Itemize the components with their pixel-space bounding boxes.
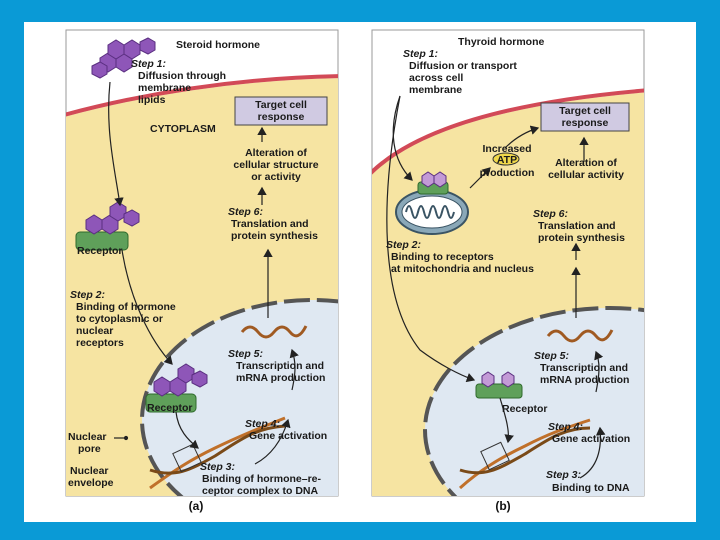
b-increased-line3: production (480, 167, 535, 179)
a-alteration-line2: cellular structure (233, 159, 318, 171)
panel-a: Steroid hormone Step 1: Diffusion throug… (65, 29, 339, 497)
panel-b-cell-membrane (372, 88, 644, 175)
b-step1-line3: membrane (409, 84, 462, 96)
panel-a-mrna (240, 325, 308, 339)
steroid-hormone-title: Steroid hormone (176, 39, 260, 51)
cytoplasm-label: CYTOPLASM (150, 123, 216, 135)
panel-a-dna (149, 416, 286, 490)
a-step1-line2: membrane (138, 82, 191, 94)
mitochondrion (395, 171, 469, 235)
b-target-line2: response (562, 117, 609, 129)
a-step5-heading: Step 5: (228, 348, 263, 360)
panel-a-cell-membrane (66, 74, 338, 117)
a-step1-heading: Step 1: (131, 58, 166, 70)
panel-b-target-response-box (540, 102, 630, 132)
b-alteration-line2: cellular activity (548, 169, 624, 181)
b-step5-heading: Step 5: (534, 350, 569, 362)
a-step6-line1: Translation and (231, 218, 309, 230)
a-receptor-label: Receptor (77, 245, 123, 257)
a-step1-line1: Diffusion through (138, 70, 226, 82)
a-step2-heading: Step 2: (70, 289, 105, 301)
panel-a-target-response-box (234, 96, 328, 126)
a-step5-line2: mRNA production (236, 372, 325, 384)
a-step6-heading: Step 6: (228, 206, 263, 218)
steroid-hormone-molecule (91, 37, 156, 79)
panel-b-nucleus (425, 308, 644, 496)
thyroid-hormone-title: Thyroid hormone (458, 36, 544, 48)
b-step1-line2: across cell (409, 72, 463, 84)
a-alteration-line1: Alteration of (245, 147, 307, 159)
nuclear-pore-line2: pore (78, 443, 101, 455)
nuclear-receptor-complex (145, 363, 208, 413)
b-step4-line1: Gene activation (552, 433, 630, 445)
a-receptor2-label: Receptor (147, 402, 193, 414)
b-alteration-line1: Alteration of (555, 157, 617, 169)
b-step6-line1: Translation and (538, 220, 616, 232)
b-step5-line1: Transcription and (540, 362, 628, 374)
caption-a: (a) (189, 499, 204, 513)
nuclear-pore-line1: Nuclear (68, 431, 107, 443)
b-step3-line1: Binding to DNA (552, 482, 630, 494)
a-step2-line2: to cytoplasmic or (76, 313, 163, 325)
a-step3-line2: ceptor complex to DNA (202, 485, 319, 497)
a-step5-line1: Transcription and (236, 360, 324, 372)
b-step6-line2: protein synthesis (538, 232, 625, 244)
a-alteration-line3: or activity (251, 171, 301, 183)
a-step4-line1: Gene activation (249, 430, 327, 442)
a-target-line2: response (258, 111, 305, 123)
b-step4-heading: Step 4: (548, 421, 583, 433)
b-step2-line2: at mitochondria and nucleus (391, 263, 534, 275)
b-step2-heading: Step 2: (386, 239, 421, 251)
panel-b-nuclear-envelope (423, 306, 644, 496)
a-step2-line1: Binding of hormone (76, 301, 176, 313)
panel-b: Thyroid hormone Step 1: Diffusion or tra… (371, 29, 645, 497)
panel-b-arrows (386, 95, 606, 479)
b-step5-line2: mRNA production (540, 374, 629, 386)
b-step1-heading: Step 1: (403, 48, 438, 60)
a-target-line1: Target cell (255, 99, 307, 111)
b-target-line1: Target cell (559, 105, 611, 117)
panel-b-mrna (546, 329, 614, 343)
nuclear-envelope-line1: Nuclear (70, 465, 109, 477)
nuclear-envelope-line2: envelope (68, 477, 114, 489)
b-receptor-label: Receptor (502, 403, 548, 415)
caption-b: (b) (495, 499, 510, 513)
atp-oval (492, 152, 520, 166)
b-increased-line1: Increased (482, 143, 531, 155)
b-step1-line1: Diffusion or transport (409, 60, 517, 72)
panel-a-arrows (108, 81, 299, 465)
b-atp-label: ATP (497, 154, 517, 166)
b-step2-line1: Binding to receptors (391, 251, 494, 263)
a-step4-heading: Step 4: (245, 418, 280, 430)
a-step1-line3: lipids (138, 94, 166, 106)
b-step6-heading: Step 6: (533, 208, 568, 220)
a-step2-line4: receptors (76, 337, 124, 349)
b-step3-heading: Step 3: (546, 469, 581, 481)
panel-b-nuclear-receptor (475, 371, 523, 399)
a-step6-line2: protein synthesis (231, 230, 318, 242)
a-step3-line1: Binding of hormone–re- (202, 473, 322, 485)
a-step2-line3: nuclear (76, 325, 113, 337)
a-step3-heading: Step 3: (200, 461, 235, 473)
panel-b-dna (458, 418, 591, 490)
